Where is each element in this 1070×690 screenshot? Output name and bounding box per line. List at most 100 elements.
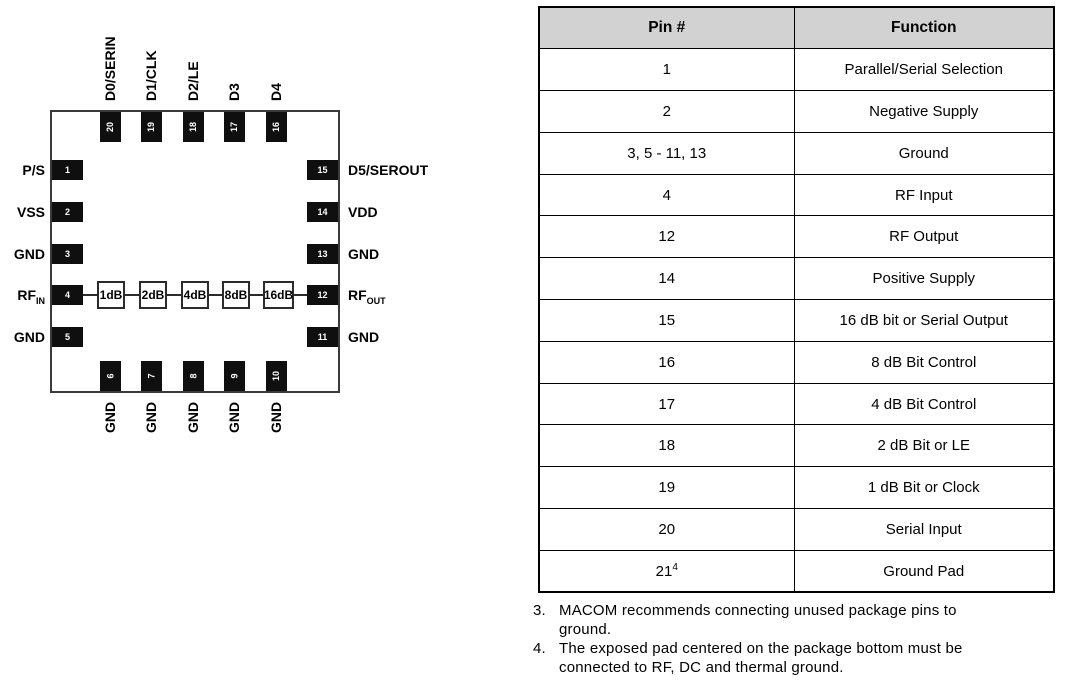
pin-value: 15: [658, 311, 676, 329]
table-row: 19 1 dB Bit or Clock: [538, 466, 1055, 510]
pin-1: 1: [52, 160, 83, 180]
table-row: 1 Parallel/Serial Selection: [538, 48, 1055, 92]
pin-10-number: 10: [271, 370, 282, 382]
pin-15-label-text: D5/SEROUT: [348, 162, 429, 178]
pin-cell: 18: [538, 424, 795, 468]
pin-8-label: GND: [185, 401, 201, 433]
attenuator-block-16db: 16dB: [263, 281, 294, 309]
pin-value: 12: [658, 228, 676, 246]
pin-4-label: RFIN: [0, 285, 45, 306]
table-row: 14 Positive Supply: [538, 257, 1055, 301]
pin-15-number: 15: [317, 165, 328, 175]
pin-20-label: D0/SERIN: [102, 36, 118, 101]
pin-16: 16: [266, 112, 287, 142]
footnote-3: 3. MACOM recommends connecting unused pa…: [533, 601, 1055, 639]
footnote-text: The exposed pad centered on the package …: [559, 640, 963, 676]
pin-14-number: 14: [317, 207, 328, 217]
pin-7: 7: [141, 361, 162, 391]
pin-8: 8: [183, 361, 204, 391]
pin-17-number: 17: [229, 121, 240, 133]
pin-18-number: 18: [188, 121, 199, 133]
pin-19: 19: [141, 112, 162, 142]
footnotes: 3. MACOM recommends connecting unused pa…: [533, 601, 1055, 677]
pin-12-label-sub: OUT: [366, 295, 386, 306]
function-cell: RF Input: [793, 173, 1055, 217]
function-cell: Positive Supply: [793, 257, 1055, 301]
pin-2-number: 2: [64, 207, 70, 217]
pin-cell: 17: [538, 382, 795, 426]
pin-1-label-text: P/S: [22, 162, 45, 178]
pin-6-number: 6: [105, 373, 116, 379]
pin-1-label: P/S: [0, 160, 45, 180]
pin-value: 17: [658, 395, 676, 413]
pin-14: 14: [307, 202, 338, 222]
pin-11-label-text: GND: [348, 329, 380, 345]
pin-value: 19: [658, 479, 676, 497]
pin-12-label-text: RF: [348, 287, 367, 303]
footnote-number: 4.: [533, 640, 546, 657]
pin-value: 20: [658, 520, 676, 538]
pin-cell: 2: [538, 90, 795, 133]
pin-2-label-text: VSS: [16, 204, 45, 220]
function-cell: Parallel/Serial Selection: [793, 48, 1055, 92]
footnote-text: MACOM recommends connecting unused packa…: [559, 602, 957, 638]
pin-15-label: D5/SEROUT: [348, 160, 428, 180]
function-cell: 1 dB Bit or Clock: [793, 466, 1055, 510]
column-header-pin: Pin #: [538, 6, 795, 50]
pin-12-number: 12: [317, 290, 328, 300]
pin-10: 10: [266, 361, 287, 391]
footnote-4: 4. The exposed pad centered on the packa…: [533, 639, 1055, 677]
pin-8-number: 8: [188, 373, 199, 379]
pin-2-label: VSS: [0, 202, 45, 222]
pin-5-number: 5: [64, 332, 70, 342]
footnote-number: 3.: [533, 602, 546, 619]
pin-cell: 12: [538, 215, 795, 259]
pin-2: 2: [52, 202, 83, 222]
pin-17-label: D3: [226, 83, 242, 101]
pin-15: 15: [307, 160, 338, 180]
pin-cell: 1: [538, 48, 795, 92]
pin-16-number: 16: [271, 121, 282, 133]
pin-12: 12: [307, 285, 338, 305]
pin-10-label: GND: [268, 401, 284, 433]
attenuator-block-2db: 2dB: [139, 281, 167, 309]
pin-7-label: GND: [143, 401, 159, 433]
pin-value: 16: [658, 353, 676, 371]
pin-cell: 214: [538, 549, 795, 593]
function-cell: 8 dB Bit Control: [793, 340, 1055, 384]
pin-4: 4: [52, 285, 83, 305]
pin-9-number: 9: [229, 373, 240, 379]
function-cell: RF Output: [793, 215, 1055, 259]
function-cell: Ground: [793, 131, 1055, 175]
pin-18-label: D2/LE: [185, 61, 201, 101]
attenuator-block-4db: 4dB: [181, 281, 209, 309]
pin-17: 17: [224, 112, 245, 142]
pin-value: 1: [662, 61, 671, 79]
pin-13-number: 13: [317, 249, 328, 259]
pin-16-label: D4: [268, 83, 284, 101]
pin-14-label-text: VDD: [348, 204, 378, 220]
pin-cell: 14: [538, 257, 795, 301]
pin-20-number: 20: [105, 121, 116, 133]
pin-cell: 15: [538, 299, 795, 342]
pin-cell: 16: [538, 340, 795, 384]
pin-4-label-text: RF: [17, 287, 36, 303]
pin-19-number: 19: [146, 121, 157, 133]
pin-value: 14: [658, 270, 676, 288]
pin-value: 21: [655, 563, 673, 580]
pin-19-label: D1/CLK: [143, 50, 159, 101]
function-cell: 2 dB Bit or LE: [793, 424, 1055, 468]
pin-9-label: GND: [226, 401, 242, 433]
table-row: 16 8 dB Bit Control: [538, 340, 1055, 384]
pin-value: 4: [662, 186, 671, 204]
pin-value-footnote-ref: 4: [672, 562, 678, 573]
pin-cell: 4: [538, 173, 795, 217]
pin-cell: 20: [538, 508, 795, 551]
pin-4-label-sub: IN: [36, 295, 45, 306]
